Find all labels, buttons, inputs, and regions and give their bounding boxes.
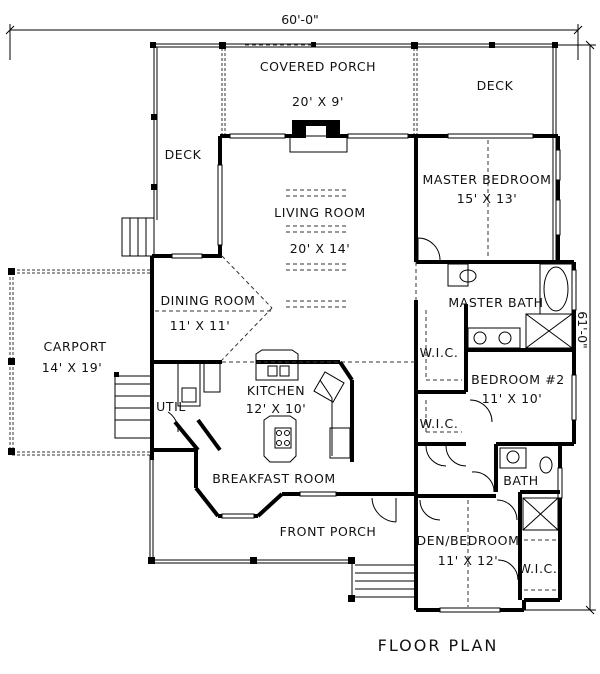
room-label-bath: BATH [503,473,539,488]
fireplace [289,120,348,153]
width-dimension-label: 60'-0" [281,12,319,27]
room-size-carport: 14' X 19' [42,360,103,375]
room-size-dining-room: 11' X 11' [170,318,231,333]
door-swings [167,237,519,581]
room-size-bedroom-2: 11' X 10' [482,391,543,406]
room-size-master-bedroom: 15' X 13' [457,191,518,206]
room-label-breakfast-room: BREAKFAST ROOM [212,471,336,486]
plan-title: FLOOR PLAN [378,636,499,655]
room-label-deck-left: DECK [165,147,202,162]
room-label-wic-2: W.I.C. [420,416,459,431]
room-label-living-room: LIVING ROOM [274,205,366,220]
dashed-lines [155,140,556,607]
deck-stairs [121,217,155,257]
room-label-bedroom-2: BEDROOM #2 [471,372,565,387]
exterior-walls [150,133,577,613]
room-size-living-room: 20' X 14' [290,241,351,256]
bath-fixtures [447,263,573,531]
rear-deck-outline [150,42,558,262]
interior-walls [150,260,574,600]
room-label-deck-right: DECK [477,78,514,93]
room-label-utility: UTIL [156,399,186,414]
room-label-covered-porch: COVERED PORCH [260,59,376,74]
room-size-den-bedroom: 11' X 12' [438,553,499,568]
room-label-carport: CARPORT [44,339,107,354]
width-dimension-line [5,24,583,60]
room-label-front-porch: FRONT PORCH [280,524,377,539]
room-label-kitchen: KITCHEN [247,383,305,398]
room-label-master-bedroom: MASTER BEDROOM [422,172,551,187]
room-label-wic-1: W.I.C. [420,345,459,360]
room-size-kitchen: 12' X 10' [246,401,307,416]
carport-stairs [114,372,152,439]
depth-dimension-label: 61'-0" [575,311,590,349]
breakfast-bay [194,450,416,519]
kitchen-fixtures [177,349,351,463]
carport-outline [8,268,152,456]
room-label-den-bedroom: DEN/BEDROOM [417,533,520,548]
room-label-dining-room: DINING ROOM [160,293,255,308]
room-label-wic-3: W.I.C. [519,561,558,576]
room-label-master-bath: MASTER BATH [448,295,543,310]
room-size-covered-porch: 20' X 9' [292,94,344,109]
front-porch-outline [148,455,416,602]
